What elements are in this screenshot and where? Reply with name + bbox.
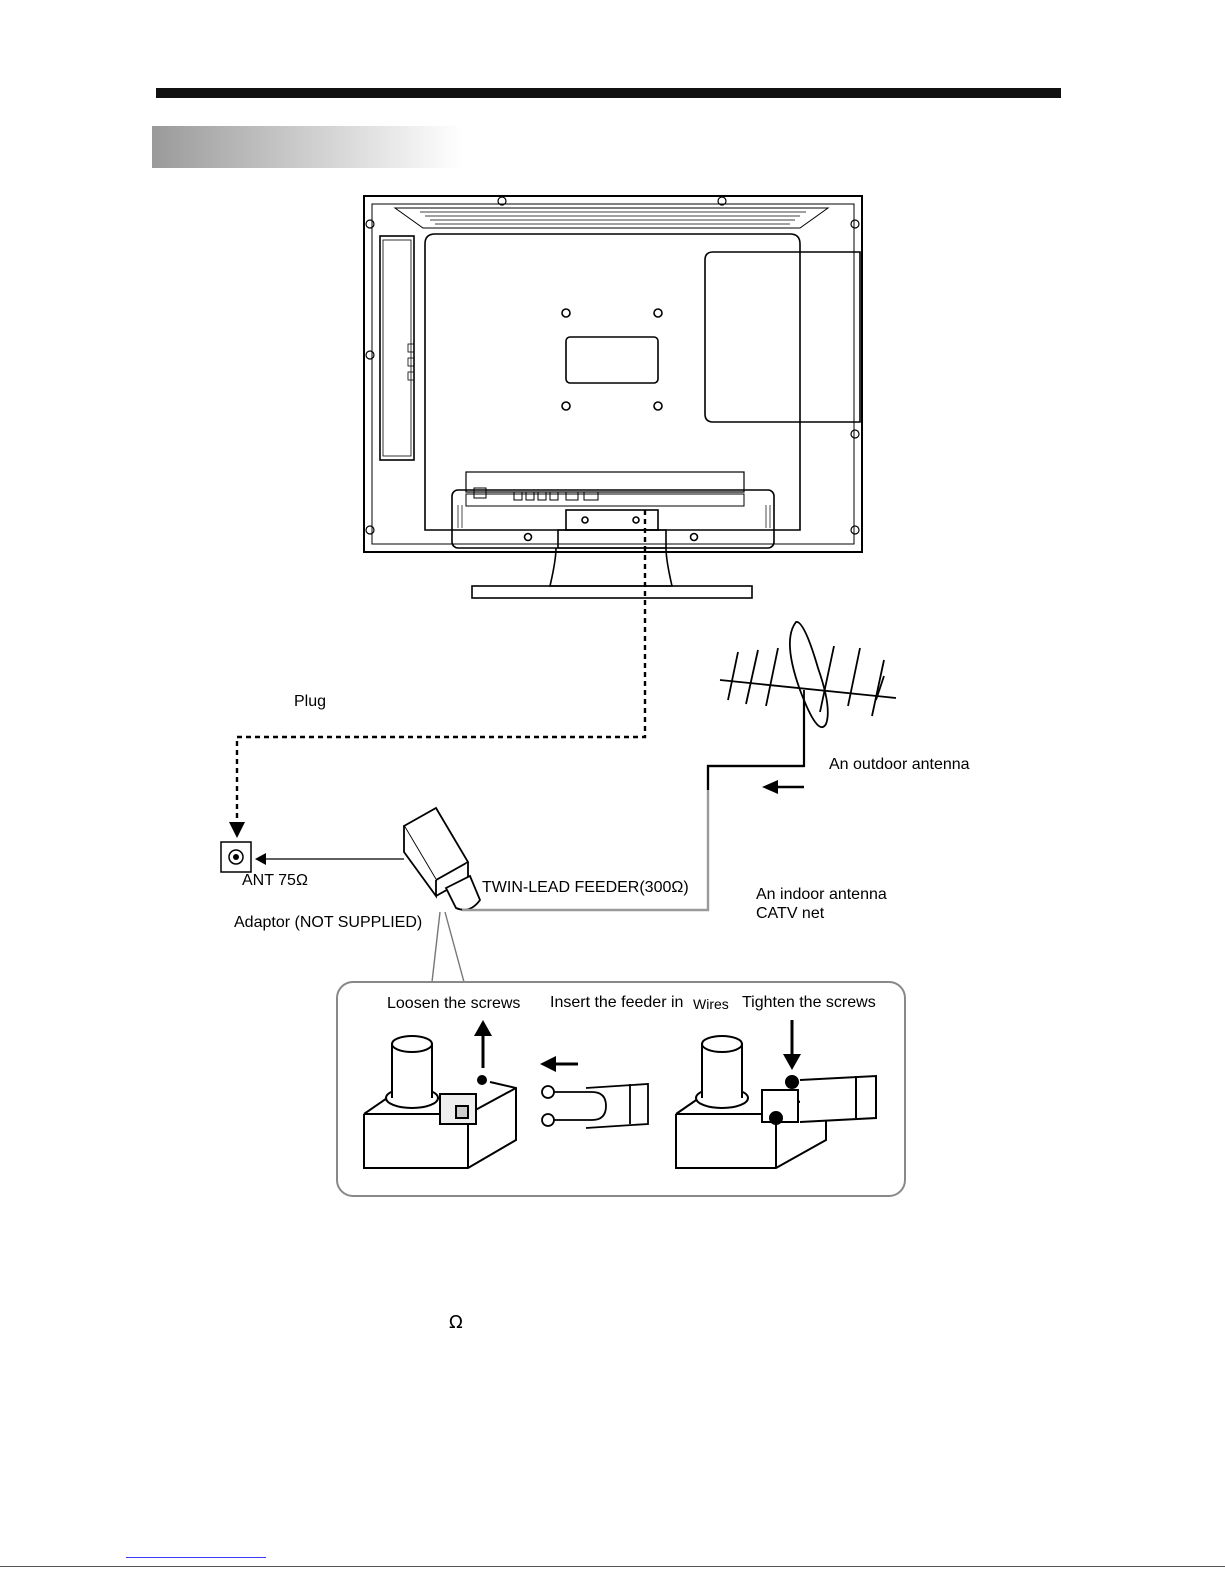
tv-rear-view [364, 196, 862, 598]
plug-label: Plug [294, 692, 326, 711]
ant-socket-icon [221, 842, 251, 872]
insert-feeder-label: Insert the feeder in [550, 993, 683, 1012]
outdoor-antenna-icon [720, 622, 896, 727]
plug-arrow-head [229, 822, 245, 838]
wires-label: Wires [693, 995, 729, 1014]
adaptor-icon [404, 808, 480, 910]
plug-dashed-cable [237, 510, 645, 822]
loosen-screws-label: Loosen the screws [387, 994, 520, 1013]
twin-lead-label: TWIN-LEAD FEEDER(300Ω) [482, 878, 689, 897]
ant75-label: ANT 75Ω [242, 871, 308, 890]
bottom-rule [0, 1566, 1225, 1567]
indoor-antenna-label: An indoor antenna [756, 885, 887, 904]
catv-label: CATV net [756, 904, 824, 923]
omega-symbol: Ω [449, 1312, 463, 1333]
adaptor-label: Adaptor (NOT SUPPLIED) [234, 913, 422, 932]
footer-link-underline [126, 1557, 266, 1558]
outdoor-antenna-label: An outdoor antenna [829, 755, 970, 774]
tighten-screws-label: Tighten the screws [742, 993, 876, 1012]
